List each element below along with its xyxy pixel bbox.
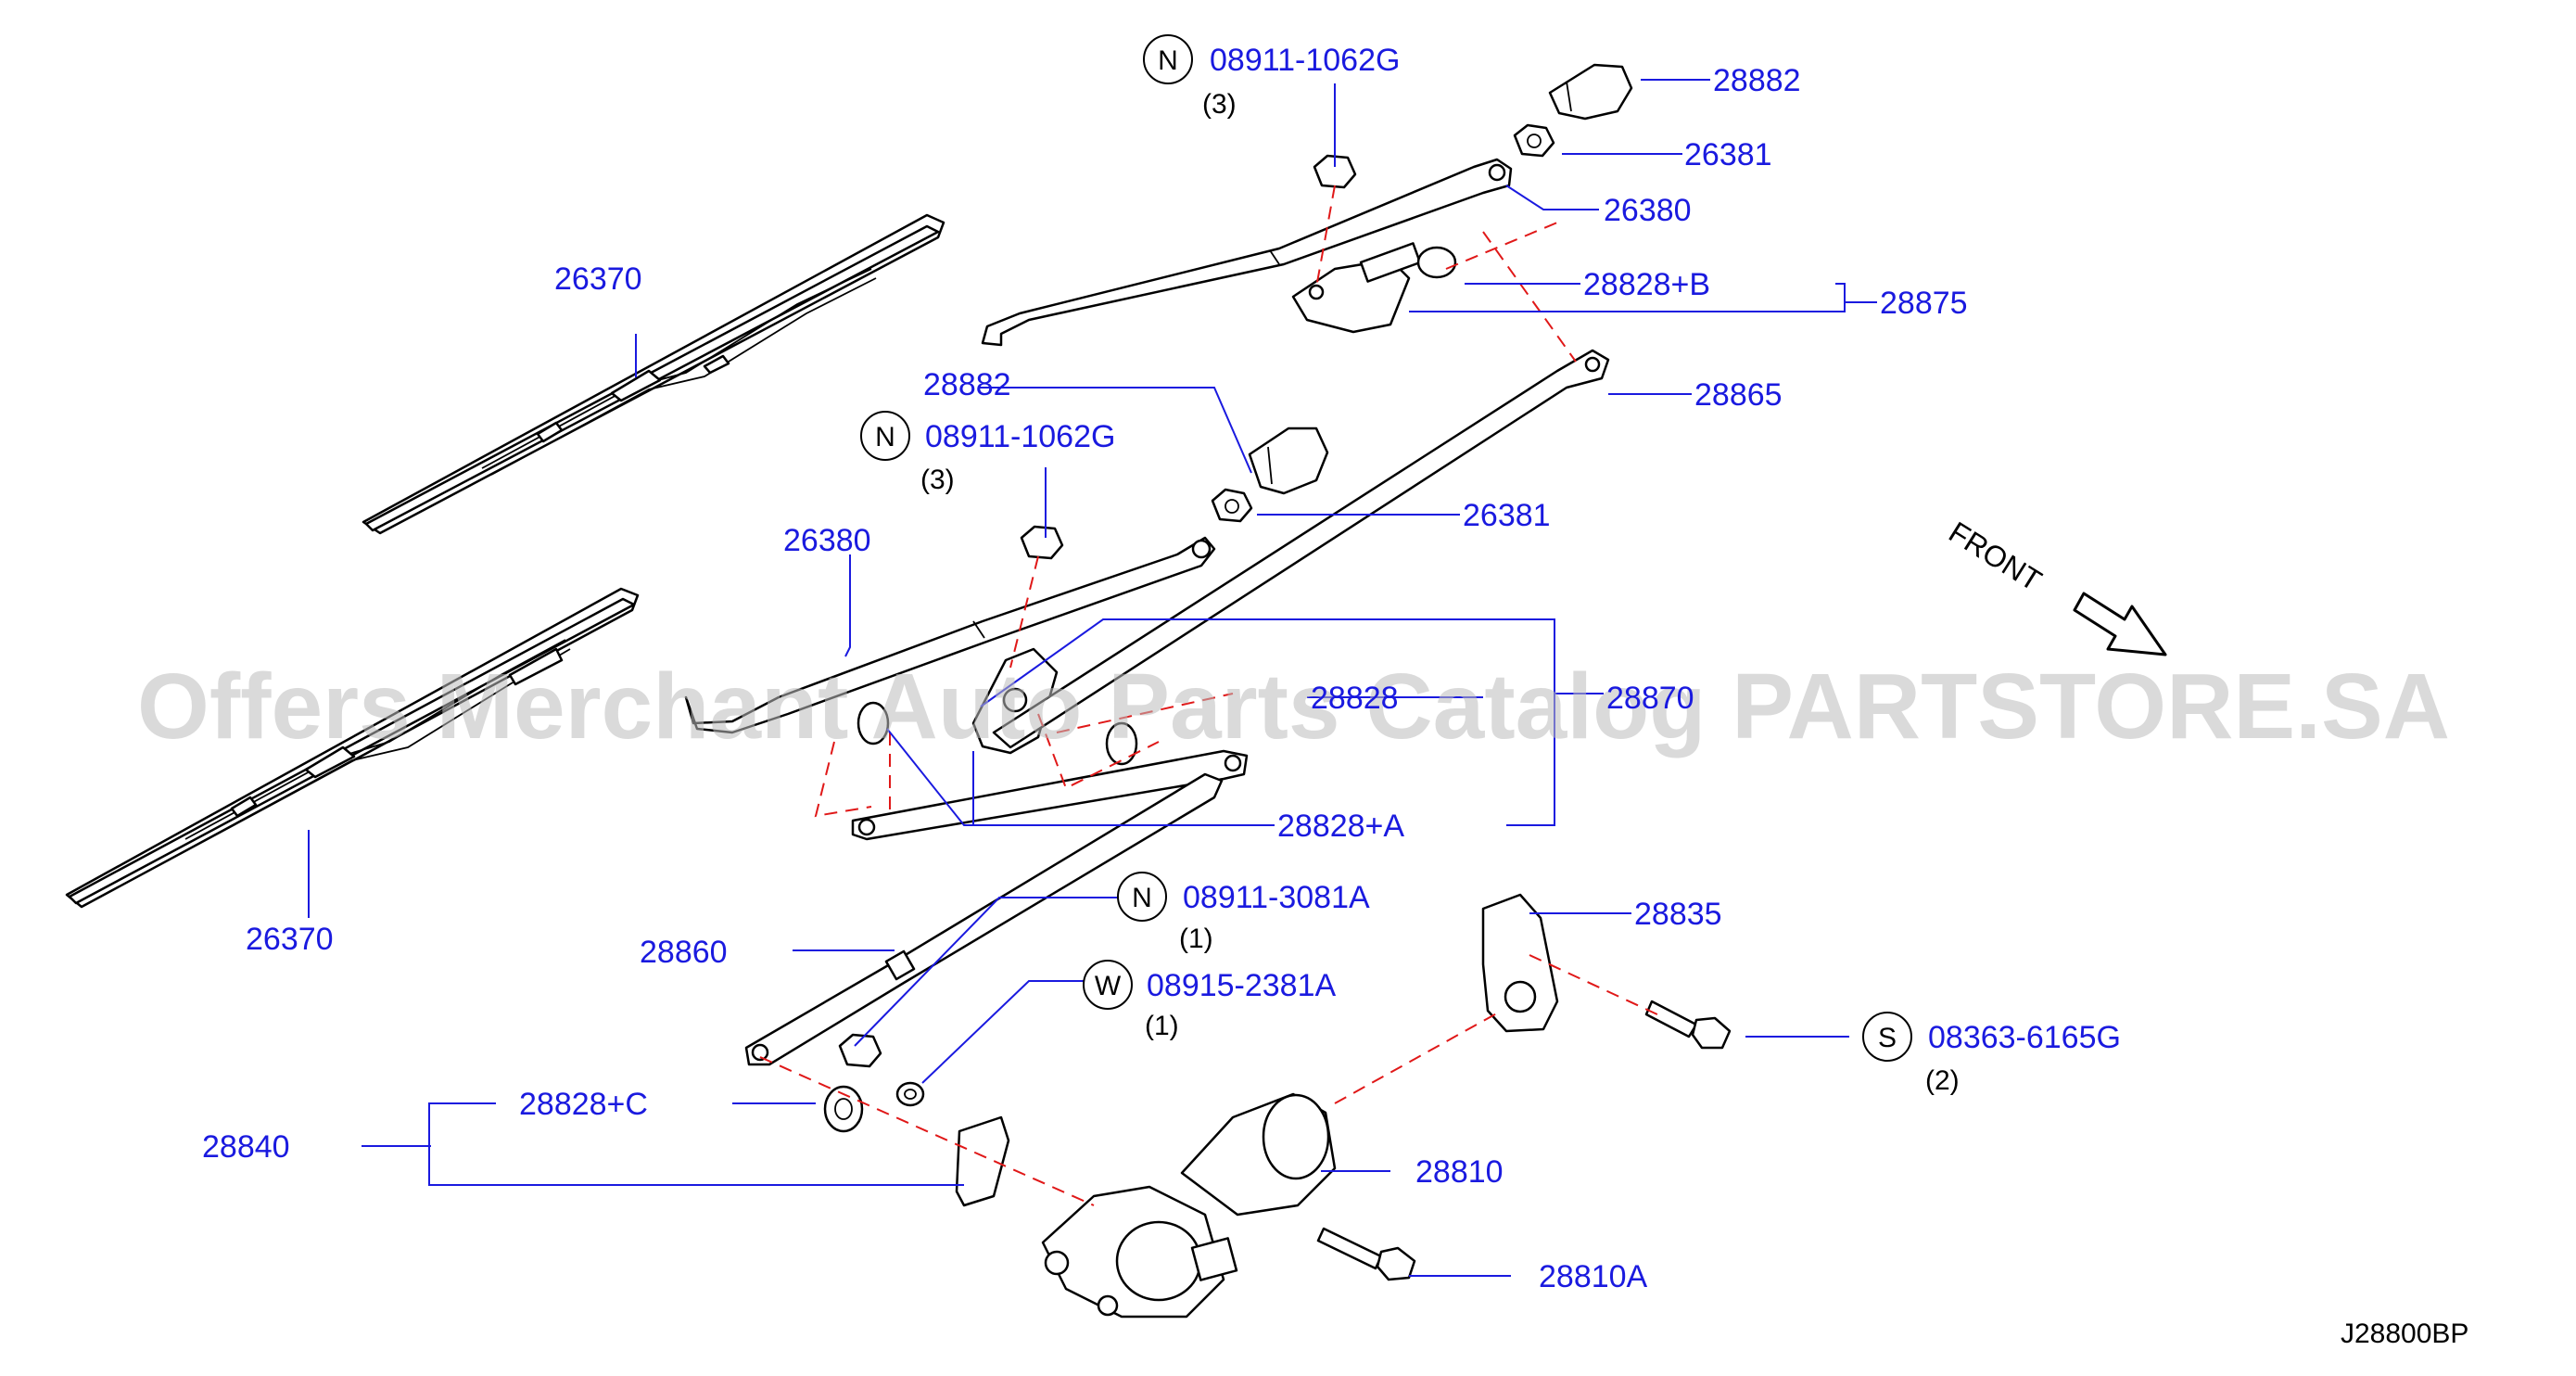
front-arrow-icon xyxy=(2073,592,2167,656)
wiper-motor-28810[interactable] xyxy=(1041,1092,1337,1319)
bolt-08363-6165g[interactable] xyxy=(1644,1000,1732,1050)
fastener-callout-n-mid[interactable]: N 08911-1062G (3) xyxy=(860,411,1115,495)
assembly-lines xyxy=(759,185,1660,1206)
label-26381-mid[interactable]: 26381 xyxy=(1463,498,1551,533)
symbol-circle xyxy=(1862,1012,1912,1062)
fastener-quantity: (3) xyxy=(1202,89,1237,120)
fastener-quantity: (1) xyxy=(1145,1011,1179,1041)
fastener-symbol: N xyxy=(875,422,895,452)
fastener-part-number: 08911-3081A xyxy=(1183,880,1370,915)
label-28882-mid[interactable]: 28882 xyxy=(923,367,1011,402)
front-direction-indicator: FRONT xyxy=(1943,515,2167,656)
nut-08911-1062g-top[interactable] xyxy=(1313,154,1357,189)
diagram-code: J28800BP xyxy=(2341,1319,2468,1349)
fastener-symbol: N xyxy=(1132,883,1152,913)
watermark: Offers Merchant Auto Parts Catalog PARTS… xyxy=(137,655,2450,758)
label-28882-top[interactable]: 28882 xyxy=(1713,63,1801,98)
label-28810[interactable]: 28810 xyxy=(1415,1154,1504,1190)
nut-08911-3081a[interactable] xyxy=(838,1033,882,1068)
fastener-quantity: (2) xyxy=(1925,1065,1960,1096)
label-28875[interactable]: 28875 xyxy=(1880,286,1968,321)
fastener-part-number: 08363-6165G xyxy=(1928,1020,2121,1055)
clip-28840[interactable] xyxy=(955,1115,1010,1207)
link-rod-28828a[interactable] xyxy=(851,749,1249,841)
label-28865[interactable]: 28865 xyxy=(1694,377,1783,413)
leader-lines xyxy=(308,79,1877,1277)
wiper-arm-top[interactable] xyxy=(981,158,1513,347)
fastener-part-number: 08911-1062G xyxy=(925,419,1115,454)
link-rod-28865[interactable] xyxy=(992,349,1610,749)
fastener-part-number: 08911-1062G xyxy=(1210,43,1400,78)
cap-28882-top[interactable] xyxy=(1548,63,1633,121)
fastener-part-number: 08915-2381A xyxy=(1147,968,1337,1003)
fastener-callout-n-top[interactable]: N 08911-1062G (3) xyxy=(1143,34,1400,120)
nut-26381-mid[interactable] xyxy=(1211,488,1253,523)
label-28828c[interactable]: 28828+C xyxy=(519,1087,648,1122)
fastener-callout-s[interactable]: S 08363-6165G (2) xyxy=(1862,1012,2121,1096)
wiper-blade-top[interactable] xyxy=(362,213,945,535)
fastener-symbol: W xyxy=(1095,971,1122,1001)
symbol-circle xyxy=(1117,872,1167,922)
fastener-callout-w[interactable]: W 08915-2381A (1) xyxy=(1083,960,1337,1041)
wiper-blade-bottom[interactable] xyxy=(65,587,640,909)
label-28828[interactable]: 28828 xyxy=(1311,681,1399,716)
bracket-28835[interactable] xyxy=(1481,893,1559,1033)
fastener-symbol: N xyxy=(1158,45,1178,76)
pivot-assembly-top[interactable] xyxy=(1291,242,1457,334)
label-28835[interactable]: 28835 xyxy=(1634,897,1722,932)
cap-28882-mid[interactable] xyxy=(1248,427,1329,495)
label-28860[interactable]: 28860 xyxy=(640,935,728,970)
label-26380-top[interactable]: 26380 xyxy=(1604,193,1692,228)
fastener-quantity: (1) xyxy=(1179,924,1213,954)
label-28840[interactable]: 28840 xyxy=(202,1129,290,1165)
fastener-symbol: S xyxy=(1878,1023,1897,1053)
symbol-circle xyxy=(1083,960,1133,1010)
fastener-quantity: (3) xyxy=(920,465,955,495)
fastener-callout-n-bottom[interactable]: N 08911-3081A (1) xyxy=(1117,872,1370,954)
bolt-28810a[interactable] xyxy=(1316,1227,1416,1281)
nut-26381-top[interactable] xyxy=(1513,123,1555,158)
nut-08911-1062g-mid[interactable] xyxy=(1020,525,1064,560)
washer-08915-2381a[interactable] xyxy=(895,1081,925,1107)
wiper-arm-mid[interactable] xyxy=(684,536,1216,734)
front-label: FRONT xyxy=(1943,515,2048,597)
label-28828b[interactable]: 28828+B xyxy=(1583,267,1710,302)
label-28870[interactable]: 28870 xyxy=(1606,681,1694,716)
symbol-circle xyxy=(860,411,910,461)
label-28828a[interactable]: 28828+A xyxy=(1277,809,1404,844)
bushing-28828c[interactable] xyxy=(823,1085,864,1133)
label-28810a[interactable]: 28810A xyxy=(1539,1259,1648,1294)
label-26381-top[interactable]: 26381 xyxy=(1684,137,1772,172)
label-26370-top[interactable]: 26370 xyxy=(554,261,642,297)
symbol-circle xyxy=(1143,34,1193,84)
label-26370-bot[interactable]: 26370 xyxy=(246,922,334,957)
label-26380-mid[interactable]: 26380 xyxy=(783,523,871,558)
